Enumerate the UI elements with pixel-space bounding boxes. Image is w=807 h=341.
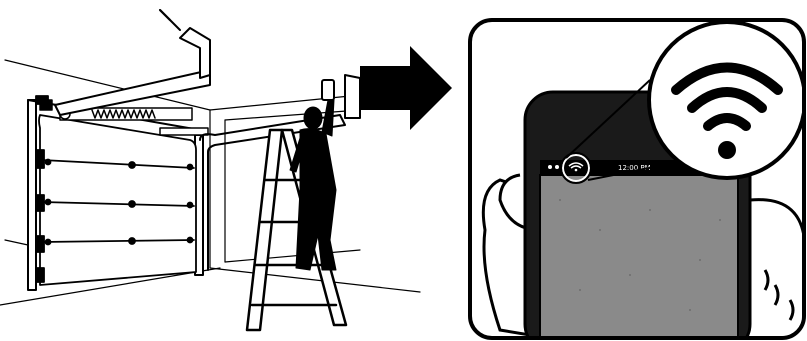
magnifier-icon: [649, 22, 805, 178]
phone-panel: 12:00 PM: [470, 20, 805, 341]
right-arrow-icon: [360, 46, 452, 130]
garage-scene: [0, 10, 420, 330]
